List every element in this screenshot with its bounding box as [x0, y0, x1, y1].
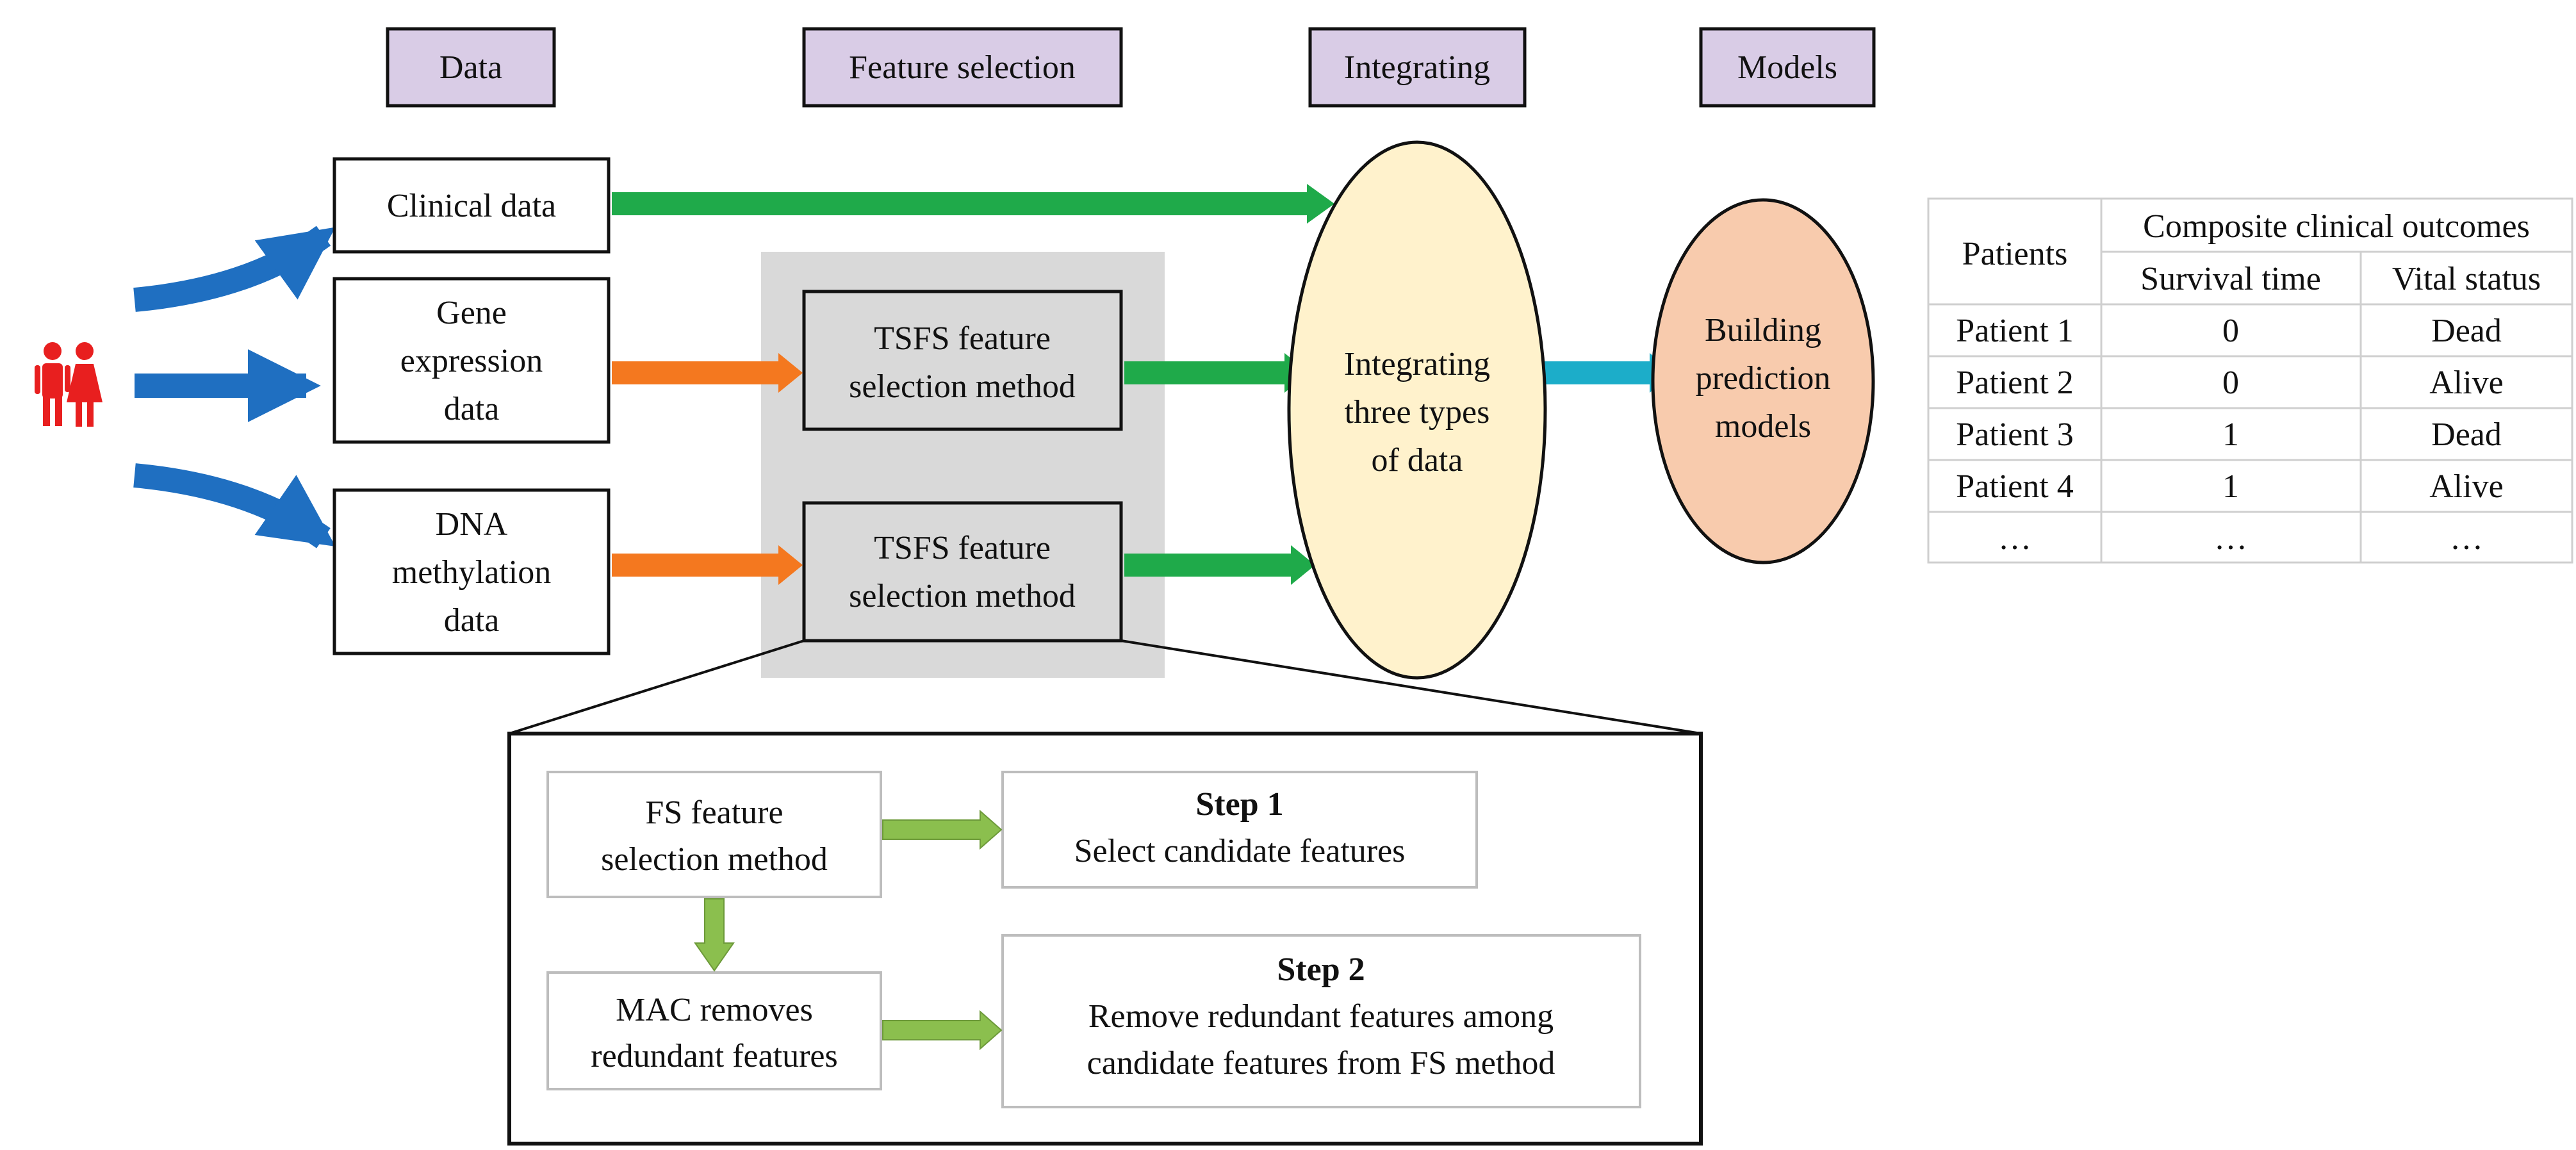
- tsfs-gene-line1: TSFS feature: [874, 320, 1051, 357]
- header-data-label: Data: [439, 49, 502, 86]
- table-cell: Patient 3: [1956, 416, 2073, 453]
- header-data: Data: [386, 27, 556, 108]
- fs-method-box: FS feature selection method: [546, 771, 882, 898]
- table-col-survival: Survival time: [2140, 261, 2321, 297]
- arrow-fs-to-mac: [694, 898, 735, 972]
- integrating-line2: three types: [1345, 394, 1490, 431]
- tsfs-dna-line2: selection method: [849, 578, 1076, 614]
- table-cell: Alive: [2429, 365, 2504, 401]
- table-cell: Dead: [2431, 416, 2502, 453]
- step2-title: Step 2: [1277, 951, 1365, 988]
- fs-method-line1: FS feature: [645, 794, 783, 831]
- arrow-to-dna: [133, 463, 336, 548]
- models-line2: prediction: [1696, 360, 1831, 397]
- tsfs-gene-box: TSFS feature selection method: [802, 290, 1123, 431]
- table-cell: 1: [2222, 416, 2239, 453]
- arrow-fs-to-step1: [882, 809, 1003, 850]
- tsfs-gene-line2: selection method: [849, 368, 1076, 405]
- table-cell: 1: [2222, 468, 2239, 505]
- detail-panel: FS feature selection method MAC removes …: [507, 732, 1703, 1146]
- tsfs-dna-box: TSFS feature selection method: [802, 501, 1123, 643]
- dna-label-line2: methylation: [392, 554, 551, 591]
- people-icon: [35, 342, 103, 427]
- models-line1: Building: [1705, 312, 1821, 349]
- header-feature-selection-label: Feature selection: [849, 49, 1076, 86]
- gene-label-line1: Gene: [436, 295, 507, 331]
- integrating-line1: Integrating: [1344, 346, 1490, 382]
- models-line3: models: [1715, 408, 1811, 445]
- table-cell: …: [2214, 520, 2247, 557]
- table-cell: 0: [2222, 365, 2239, 401]
- table-col-vital: Vital status: [2392, 261, 2541, 297]
- table-patients-header: Patients: [1962, 236, 2068, 272]
- outcome-table: Patients Composite clinical outcomes Sur…: [1927, 197, 2573, 564]
- clinical-data-box: Clinical data: [332, 157, 611, 254]
- arrow-tsfs-gene-to-integrating: [1124, 353, 1309, 393]
- table-cell: Dead: [2431, 313, 2502, 349]
- arrow-tsfs-dna-to-integrating: [1124, 545, 1315, 585]
- arrow-dna-to-tsfs: [612, 545, 803, 585]
- arrow-to-clinical: [133, 226, 336, 312]
- arrow-clinical-to-integrating: [612, 184, 1334, 224]
- integrating-node: Integrating three types of data: [1287, 140, 1547, 680]
- step1-box: Step 1 Select candidate features: [1001, 771, 1478, 889]
- table-cell: …: [1998, 520, 2031, 557]
- step2-line2: candidate features from FS method: [1087, 1045, 1555, 1081]
- gene-label-line3: data: [444, 391, 500, 427]
- mac-line1: MAC removes: [616, 992, 813, 1028]
- arrow-gene-to-tsfs: [612, 353, 803, 393]
- table-group-header: Composite clinical outcomes: [2143, 208, 2530, 245]
- mac-line2: redundant features: [591, 1038, 837, 1074]
- header-integrating-label: Integrating: [1344, 49, 1490, 86]
- header-models: Models: [1699, 27, 1876, 108]
- flow-arrows: [612, 184, 1674, 585]
- dna-methylation-box: DNA methylation data: [332, 488, 611, 655]
- zoom-connector: [509, 639, 1702, 735]
- arrow-integrating-to-models: [1509, 353, 1674, 393]
- table-cell: …: [2450, 520, 2483, 557]
- header-models-label: Models: [1737, 49, 1837, 86]
- fs-method-line2: selection method: [601, 841, 828, 878]
- stage-headers: Data Feature selection Integrating Model…: [386, 27, 1876, 108]
- table-cell: 0: [2222, 313, 2239, 349]
- clinical-data-label: Clinical data: [387, 188, 556, 224]
- step1-title: Step 1: [1195, 786, 1283, 823]
- integrating-line3: of data: [1372, 442, 1463, 479]
- header-feature-selection: Feature selection: [802, 27, 1123, 108]
- arrow-mac-to-step2: [882, 1010, 1003, 1051]
- detail-arrows: [694, 809, 1003, 1051]
- step2-box: Step 2 Remove redundant features among c…: [1001, 934, 1641, 1108]
- models-node: Building prediction models: [1651, 198, 1875, 564]
- table-cell: Patient 4: [1956, 468, 2073, 505]
- header-integrating: Integrating: [1308, 27, 1527, 108]
- mac-box: MAC removes redundant features: [546, 971, 882, 1090]
- dna-label-line3: data: [444, 602, 500, 639]
- step2-line1: Remove redundant features among: [1088, 998, 1554, 1035]
- table-cell: Patient 1: [1956, 313, 2073, 349]
- dna-label-line1: DNA: [436, 506, 508, 543]
- gene-label-line2: expression: [400, 343, 543, 379]
- tsfs-dna-line1: TSFS feature: [874, 530, 1051, 566]
- table-cell: Patient 2: [1956, 365, 2073, 401]
- table-cell: Alive: [2429, 468, 2504, 505]
- gene-expression-box: Gene expression data: [332, 277, 611, 444]
- patient-arrows: [133, 226, 336, 548]
- step1-text: Select candidate features: [1074, 833, 1406, 869]
